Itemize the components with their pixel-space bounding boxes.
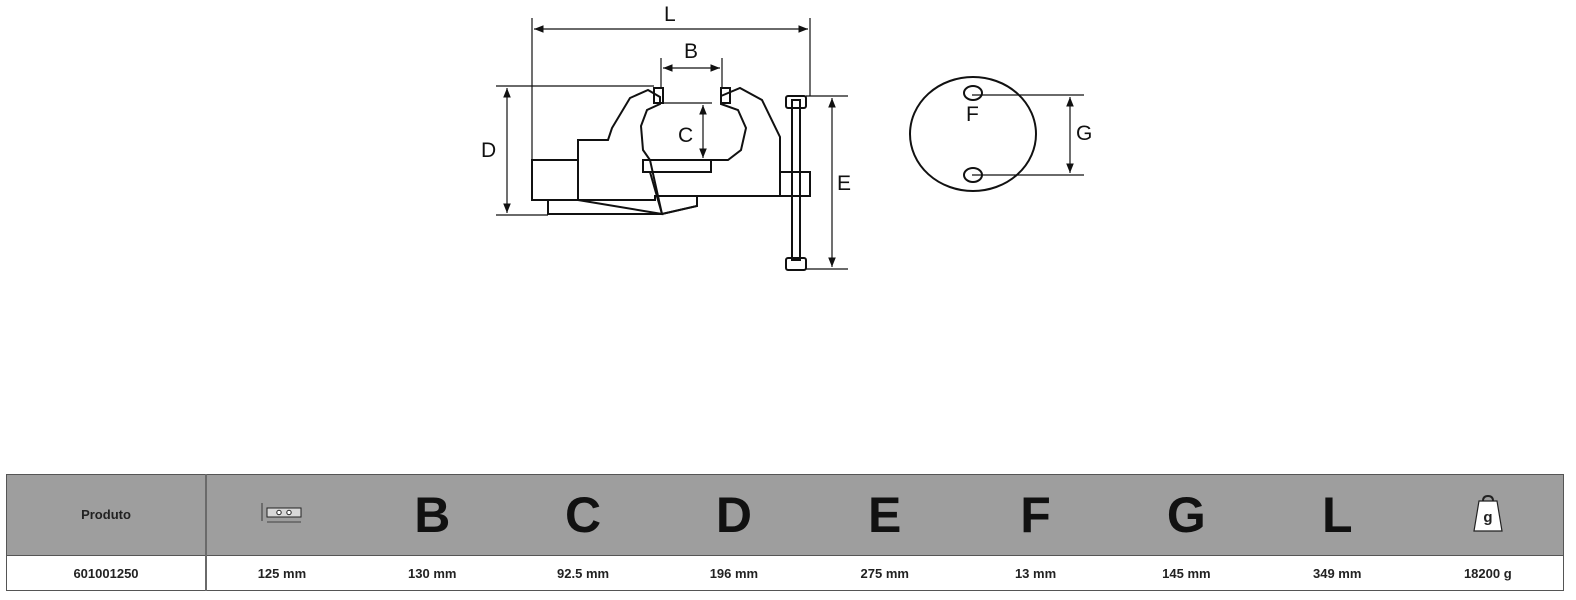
vise-side-view xyxy=(531,86,811,271)
header-F: F xyxy=(960,474,1111,556)
cell-F: 13 mm xyxy=(960,555,1111,591)
label-L: L xyxy=(664,3,676,26)
header-E-label: E xyxy=(868,487,902,543)
cell-G: 145 mm xyxy=(1110,555,1262,591)
label-G: G xyxy=(1076,122,1092,145)
header-B-label: B xyxy=(414,487,451,543)
label-F: F xyxy=(966,103,979,126)
header-L: L xyxy=(1261,474,1413,556)
table-header-row: Produto B C D E F G L xyxy=(6,474,1564,556)
cell-C: 92.5 mm xyxy=(507,555,659,591)
cell-weight: 18200 g xyxy=(1412,555,1564,591)
label-D: D xyxy=(481,139,496,162)
label-B: B xyxy=(684,40,698,63)
header-C-label: C xyxy=(565,487,602,543)
jaw-width-icon xyxy=(259,499,305,532)
header-E: E xyxy=(809,474,961,556)
spec-table: Produto B C D E F G L xyxy=(6,474,1564,591)
base-plate-view xyxy=(909,76,1037,192)
cell-product: 601001250 xyxy=(6,555,207,591)
weight-unit-label: g xyxy=(1483,509,1492,526)
cell-L: 349 mm xyxy=(1261,555,1413,591)
header-L-label: L xyxy=(1321,487,1353,543)
vise-technical-drawing: L B C D E F G xyxy=(481,3,1092,271)
header-D: D xyxy=(658,474,810,556)
label-E: E xyxy=(837,172,851,195)
cell-B: 130 mm xyxy=(356,555,508,591)
table-row: 601001250 125 mm 130 mm 92.5 mm 196 mm 2… xyxy=(6,555,1564,591)
header-G: G xyxy=(1110,474,1262,556)
header-B: B xyxy=(356,474,508,556)
header-D-label: D xyxy=(715,487,752,543)
cell-E: 275 mm xyxy=(809,555,961,591)
cell-D: 196 mm xyxy=(658,555,810,591)
label-C: C xyxy=(678,124,693,147)
dimension-lines xyxy=(496,18,1084,270)
header-C: C xyxy=(507,474,659,556)
header-jaw-width xyxy=(206,474,357,556)
weight-icon: g xyxy=(1472,493,1504,538)
header-weight: g xyxy=(1412,474,1564,556)
header-G-label: G xyxy=(1166,487,1206,543)
header-product-label: Produto xyxy=(81,507,131,522)
header-product: Produto xyxy=(6,474,207,556)
cell-jaw-width: 125 mm xyxy=(206,555,357,591)
header-F-label: F xyxy=(1020,487,1051,543)
